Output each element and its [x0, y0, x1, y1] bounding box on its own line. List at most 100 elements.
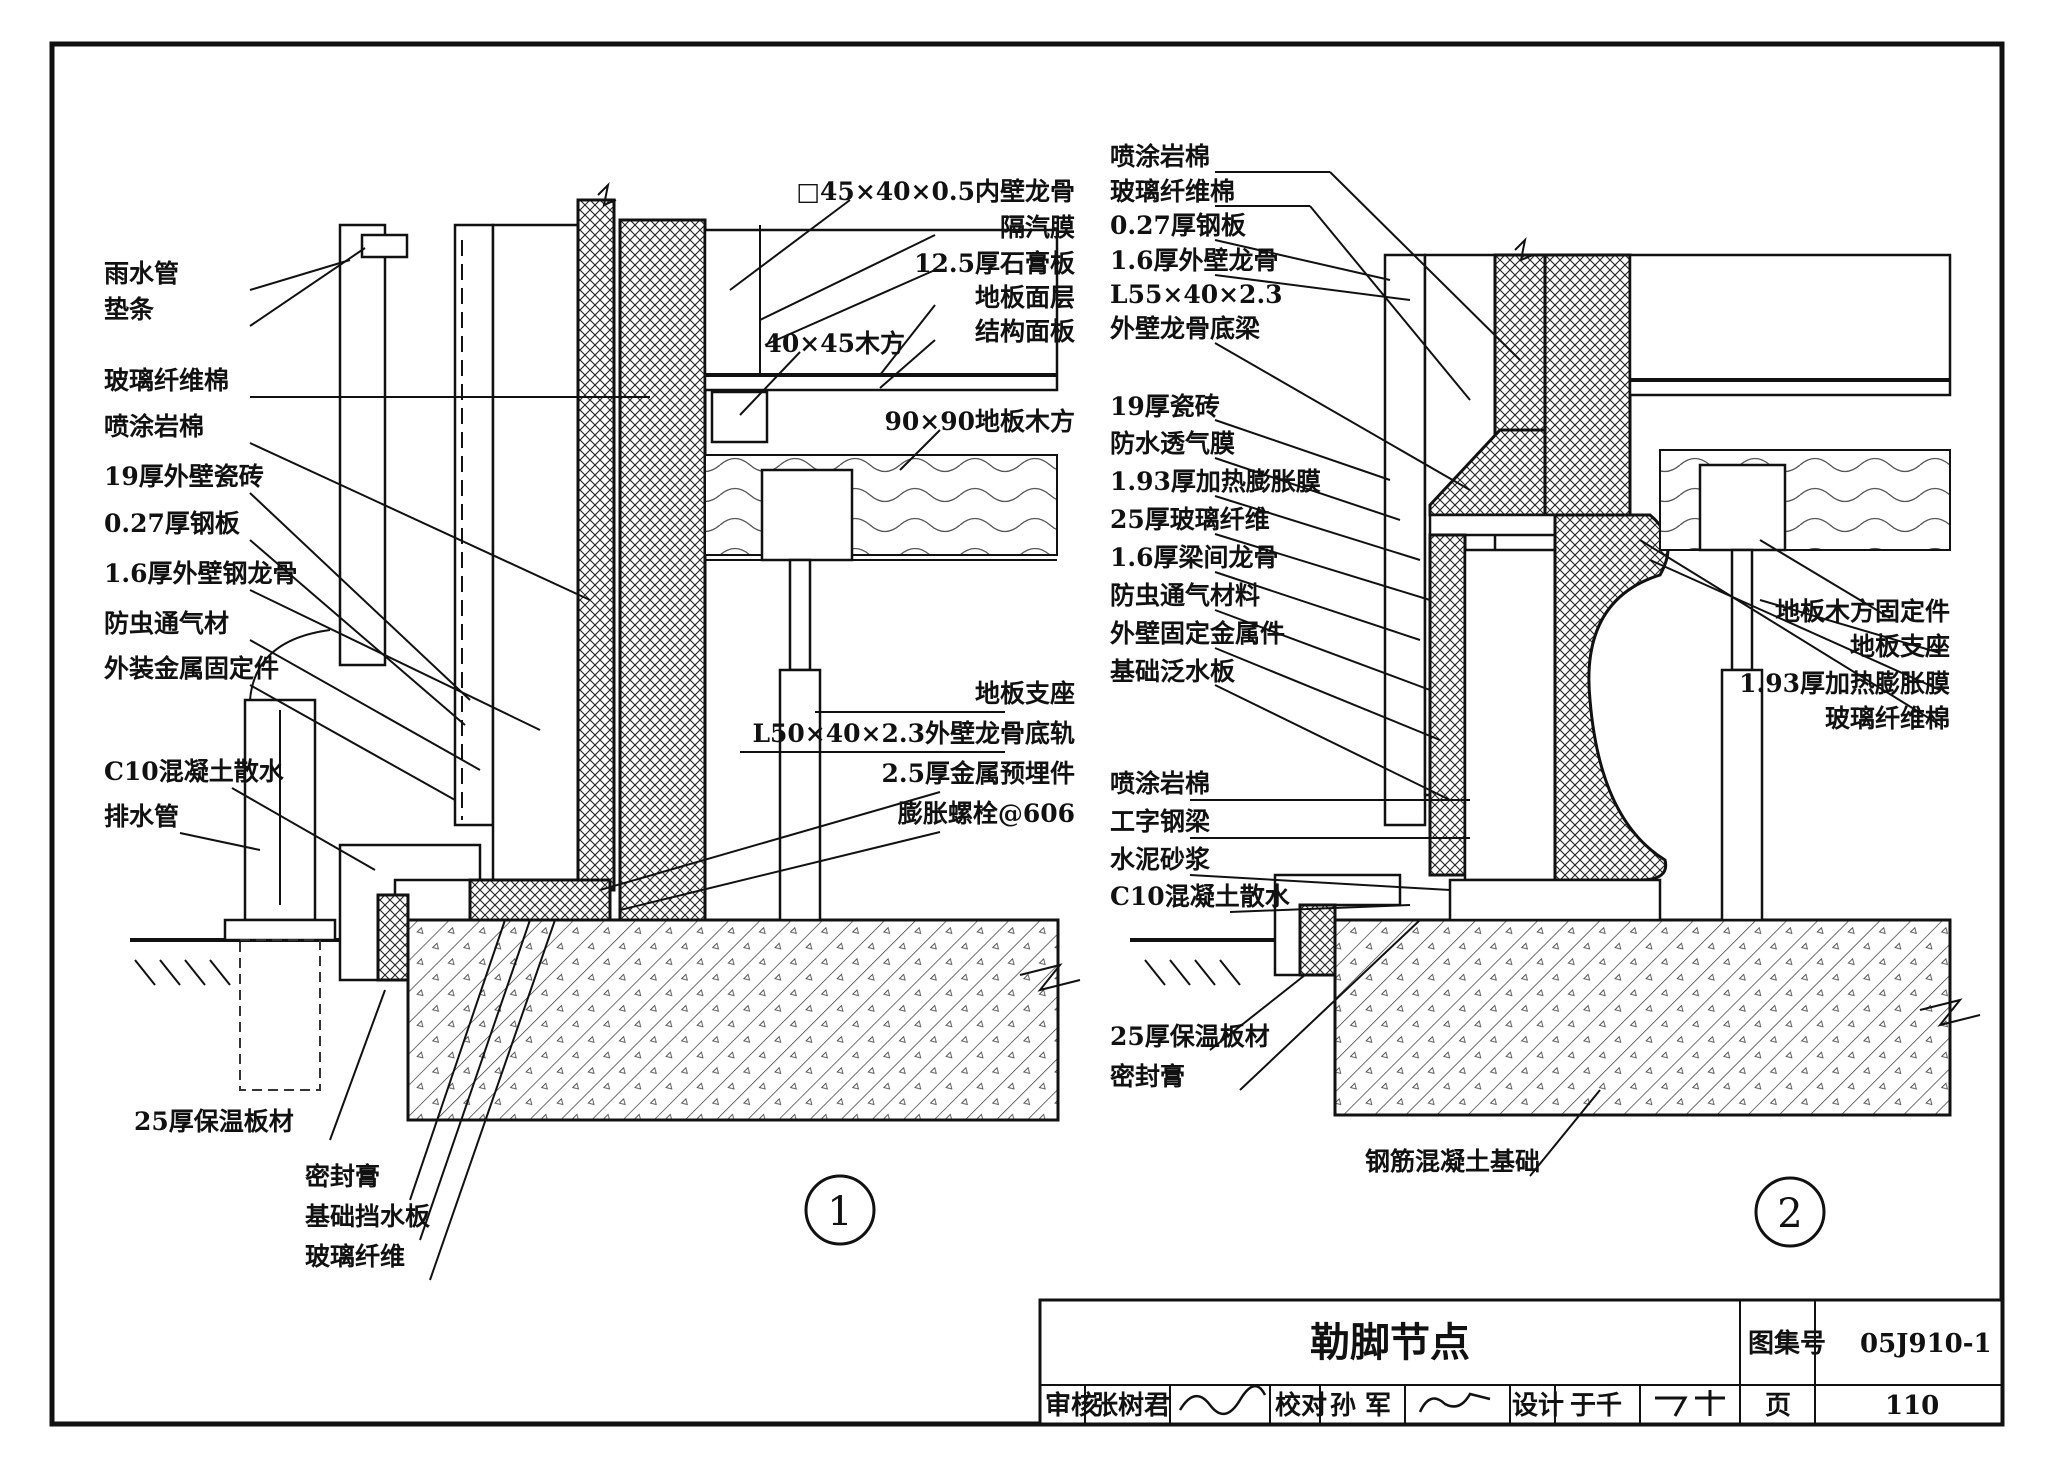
label2-exterior-stud: 1.6厚外壁龙骨: [1110, 246, 1279, 275]
atlas-number: 05J910-1: [1860, 1329, 1992, 1359]
atlas-label: 图集号: [1748, 1328, 1826, 1359]
label-rainwater-pipe: 雨水管: [104, 259, 179, 288]
label2-breather-membrane: 防水透气膜: [1110, 429, 1235, 458]
break-line-2: [1919, 998, 1981, 1027]
insulation-board-2: [1298, 903, 1337, 977]
detail1-right-labels: □45×40×0.5内壁龙骨 隔汽膜 12.5厚石膏板 地板面层 结构面板 40…: [752, 177, 1075, 828]
label-floor-support: 地板支座: [975, 679, 1075, 708]
exterior-tile-2: [1383, 253, 1427, 827]
drawing-title: 勒脚节点: [1310, 1319, 1470, 1366]
label2-mortar: 水泥砂浆: [1110, 845, 1210, 874]
glass-wool-cavity: [491, 223, 580, 887]
leaders-1-right: [599, 199, 1005, 911]
label-vapor-barrier: 隔汽膜: [1000, 213, 1075, 242]
page-label: 页: [1765, 1391, 1791, 1421]
beam-web-insulation: [1428, 533, 1467, 877]
detail1-left-labels: 雨水管 垫条 玻璃纤维棉 喷涂岩棉 19厚外壁瓷砖 0.27厚钢板 1.6厚外壁…: [104, 259, 430, 1271]
soil-hatch-1: [134, 959, 231, 986]
detail-1-number: 1: [827, 1189, 852, 1235]
label2-glass-wool: 玻璃纤维棉: [1110, 177, 1235, 206]
soil-hatch-2: [1144, 959, 1241, 986]
label-vent-material: 防虫通气材: [104, 609, 229, 638]
sheet-border: [49, 41, 2005, 1427]
label2-insect-vent: 防虫通气材料: [1110, 581, 1260, 610]
label2-rc-foundation: 钢筋混凝土基础: [1365, 1147, 1540, 1176]
label2-rockwool-top: 喷涂岩棉: [1110, 142, 1210, 171]
label-spacer-strip: 垫条: [104, 295, 155, 324]
label-wood-batten: 40×45木方: [764, 329, 905, 358]
label2-glass-fiber: 25厚玻璃纤维: [1110, 505, 1270, 534]
label-concrete-apron: C10混凝土散水: [104, 757, 285, 786]
i-beam-web: [1463, 548, 1557, 882]
title-block: 勒脚节点 图集号 05J910-1 审核 张树君 校对 孙 军 设计 于千 页 …: [1038, 1298, 2004, 1426]
label2-i-beam: 工字钢梁: [1110, 807, 1210, 836]
label-steel-plate: 0.27厚钢板: [104, 509, 240, 538]
reviewer-name: 张树君: [1092, 1391, 1170, 1421]
label-exterior-tile: 19厚外壁瓷砖: [104, 462, 264, 491]
joist-block-2: [1698, 463, 1787, 552]
label2-l-angle: L55×40×2.3: [1110, 280, 1283, 309]
review-label: 审核: [1045, 1390, 1097, 1421]
label2-tile: 19厚瓷砖: [1110, 392, 1220, 421]
label2-insulation-board: 25厚保温板材: [1110, 1022, 1270, 1051]
label2-interbeam-stud: 1.6厚梁间龙骨: [1110, 543, 1279, 572]
leaders-1-left: [179, 247, 650, 1281]
label-structural-panel: 结构面板: [975, 317, 1075, 346]
underground-pipe: [239, 939, 321, 1091]
label-bottom-track: L50×40×2.3外壁龙骨底轨: [752, 719, 1075, 748]
label2-joist-fixture: 地板木方固定件: [1775, 597, 1950, 626]
joist-block-1: [760, 468, 854, 562]
detail-2-number: 2: [1777, 1191, 1802, 1237]
label-expansion-bolt: 膨胀螺栓@606: [898, 799, 1075, 828]
label-metal-fixture: 外装金属固定件: [104, 654, 279, 683]
label-glass-fiber: 玻璃纤维: [305, 1242, 405, 1271]
label-sprayed-rockwool: 喷涂岩棉: [104, 412, 204, 441]
label2-floor-support: 地板支座: [1850, 632, 1950, 661]
label2-concrete-apron: C10混凝土散水: [1110, 882, 1291, 911]
label2-intumescent-1: 1.93厚加热膨胀膜: [1110, 467, 1321, 496]
spacer-strip: [360, 233, 409, 259]
label-glass-wool: 玻璃纤维棉: [104, 366, 229, 395]
rockwool-wedge: [1428, 428, 1547, 517]
label-steel-stud: 1.6厚外壁钢龙骨: [104, 559, 298, 588]
foundation-slab-1: [406, 918, 1060, 1122]
exterior-tile: [453, 223, 495, 827]
rainwater-pipe: [338, 223, 387, 667]
label-foundation-flashing: 基础挡水板: [305, 1202, 430, 1231]
label-insulation-board: 25厚保温板材: [134, 1107, 294, 1136]
label-floor-joist: 90×90地板木方: [884, 407, 1075, 436]
floor-support-1: [778, 668, 822, 922]
detail-2: 喷涂岩棉 玻璃纤维棉 0.27厚钢板 1.6厚外壁龙骨 L55×40×2.3 外…: [1110, 142, 1981, 1248]
wood-batten-1: [710, 390, 769, 444]
page-number: 110: [1885, 1391, 1939, 1421]
support-upper-2: [1730, 548, 1754, 672]
label2-sealant: 密封膏: [1110, 1062, 1185, 1091]
designer-name: 于千: [1570, 1391, 1622, 1421]
detail-1: 雨水管 垫条 玻璃纤维棉 喷涂岩棉 19厚外壁瓷砖 0.27厚钢板 1.6厚外壁…: [104, 177, 1081, 1281]
break-mark-1a: [597, 181, 617, 207]
drain-base: [223, 918, 337, 942]
label-sealant: 密封膏: [305, 1162, 380, 1191]
label-gypsum-board: 12.5厚石膏板: [914, 249, 1075, 278]
checker-signature: [1418, 1392, 1491, 1413]
sprayed-rockwool-1: [576, 198, 616, 892]
detail2-right-labels: 地板木方固定件 地板支座 1.93厚加热膨胀膜 玻璃纤维棉: [1739, 597, 1950, 733]
label2-intumescent-2: 1.93厚加热膨胀膜: [1739, 669, 1950, 698]
designer-signature: [1655, 1390, 1725, 1417]
break-mark-2a: [1514, 236, 1534, 262]
base-flashing-fill: [468, 878, 612, 922]
insulation-board-1: [376, 893, 410, 982]
label-floor-finish: 地板面层: [975, 283, 1075, 312]
detail2-left-labels: 喷涂岩棉 玻璃纤维棉 0.27厚钢板 1.6厚外壁龙骨 L55×40×2.3 外…: [1110, 142, 1540, 1176]
interior-wall-zone-2: [1628, 253, 1952, 397]
floor-support-2: [1720, 668, 1764, 922]
detail-1-marker: [804, 1174, 876, 1246]
checker-name: 孙 军: [1330, 1391, 1391, 1421]
label2-metal-fixture: 外壁固定金属件: [1110, 619, 1285, 648]
interior-wall-zone: [703, 228, 1059, 392]
check-label: 校对: [1275, 1390, 1327, 1421]
detail-2-marker: [1754, 1176, 1826, 1248]
i-beam-flange-curve: [1553, 513, 1670, 882]
label2-foundation-flashing: 基础泛水板: [1110, 657, 1235, 686]
